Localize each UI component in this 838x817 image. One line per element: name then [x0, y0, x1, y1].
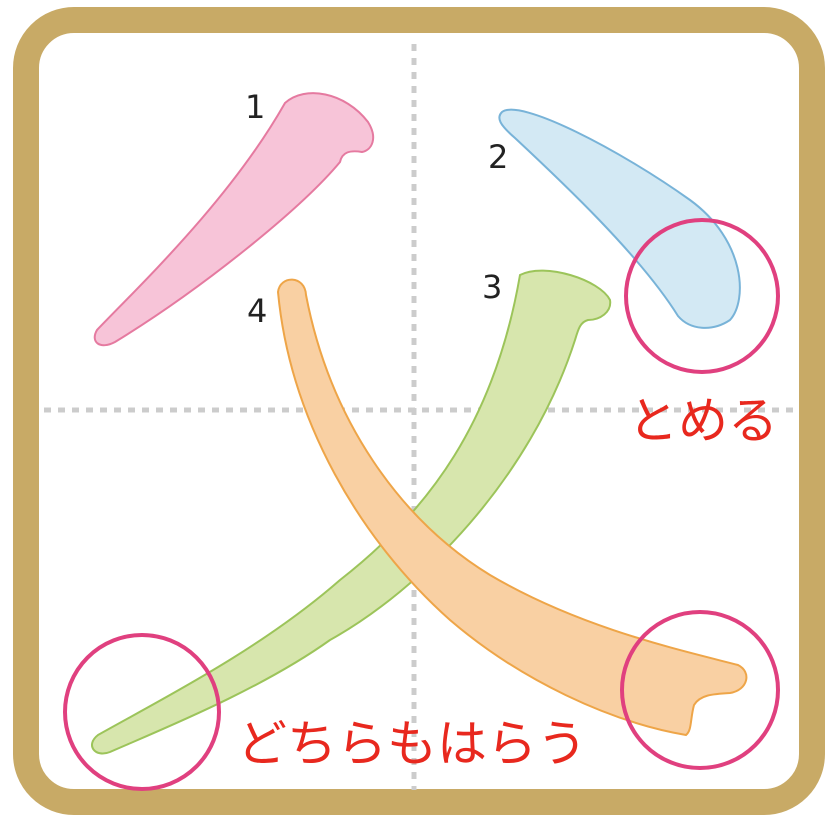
stroke-number-2: 2: [488, 138, 508, 176]
stop-note: とめる: [628, 392, 778, 450]
stroke-number-1: 1: [245, 88, 265, 126]
stroke-number-4: 4: [247, 292, 267, 330]
stroke-number-3: 3: [482, 268, 502, 306]
sweep-note: どちらもはらう: [237, 715, 587, 773]
